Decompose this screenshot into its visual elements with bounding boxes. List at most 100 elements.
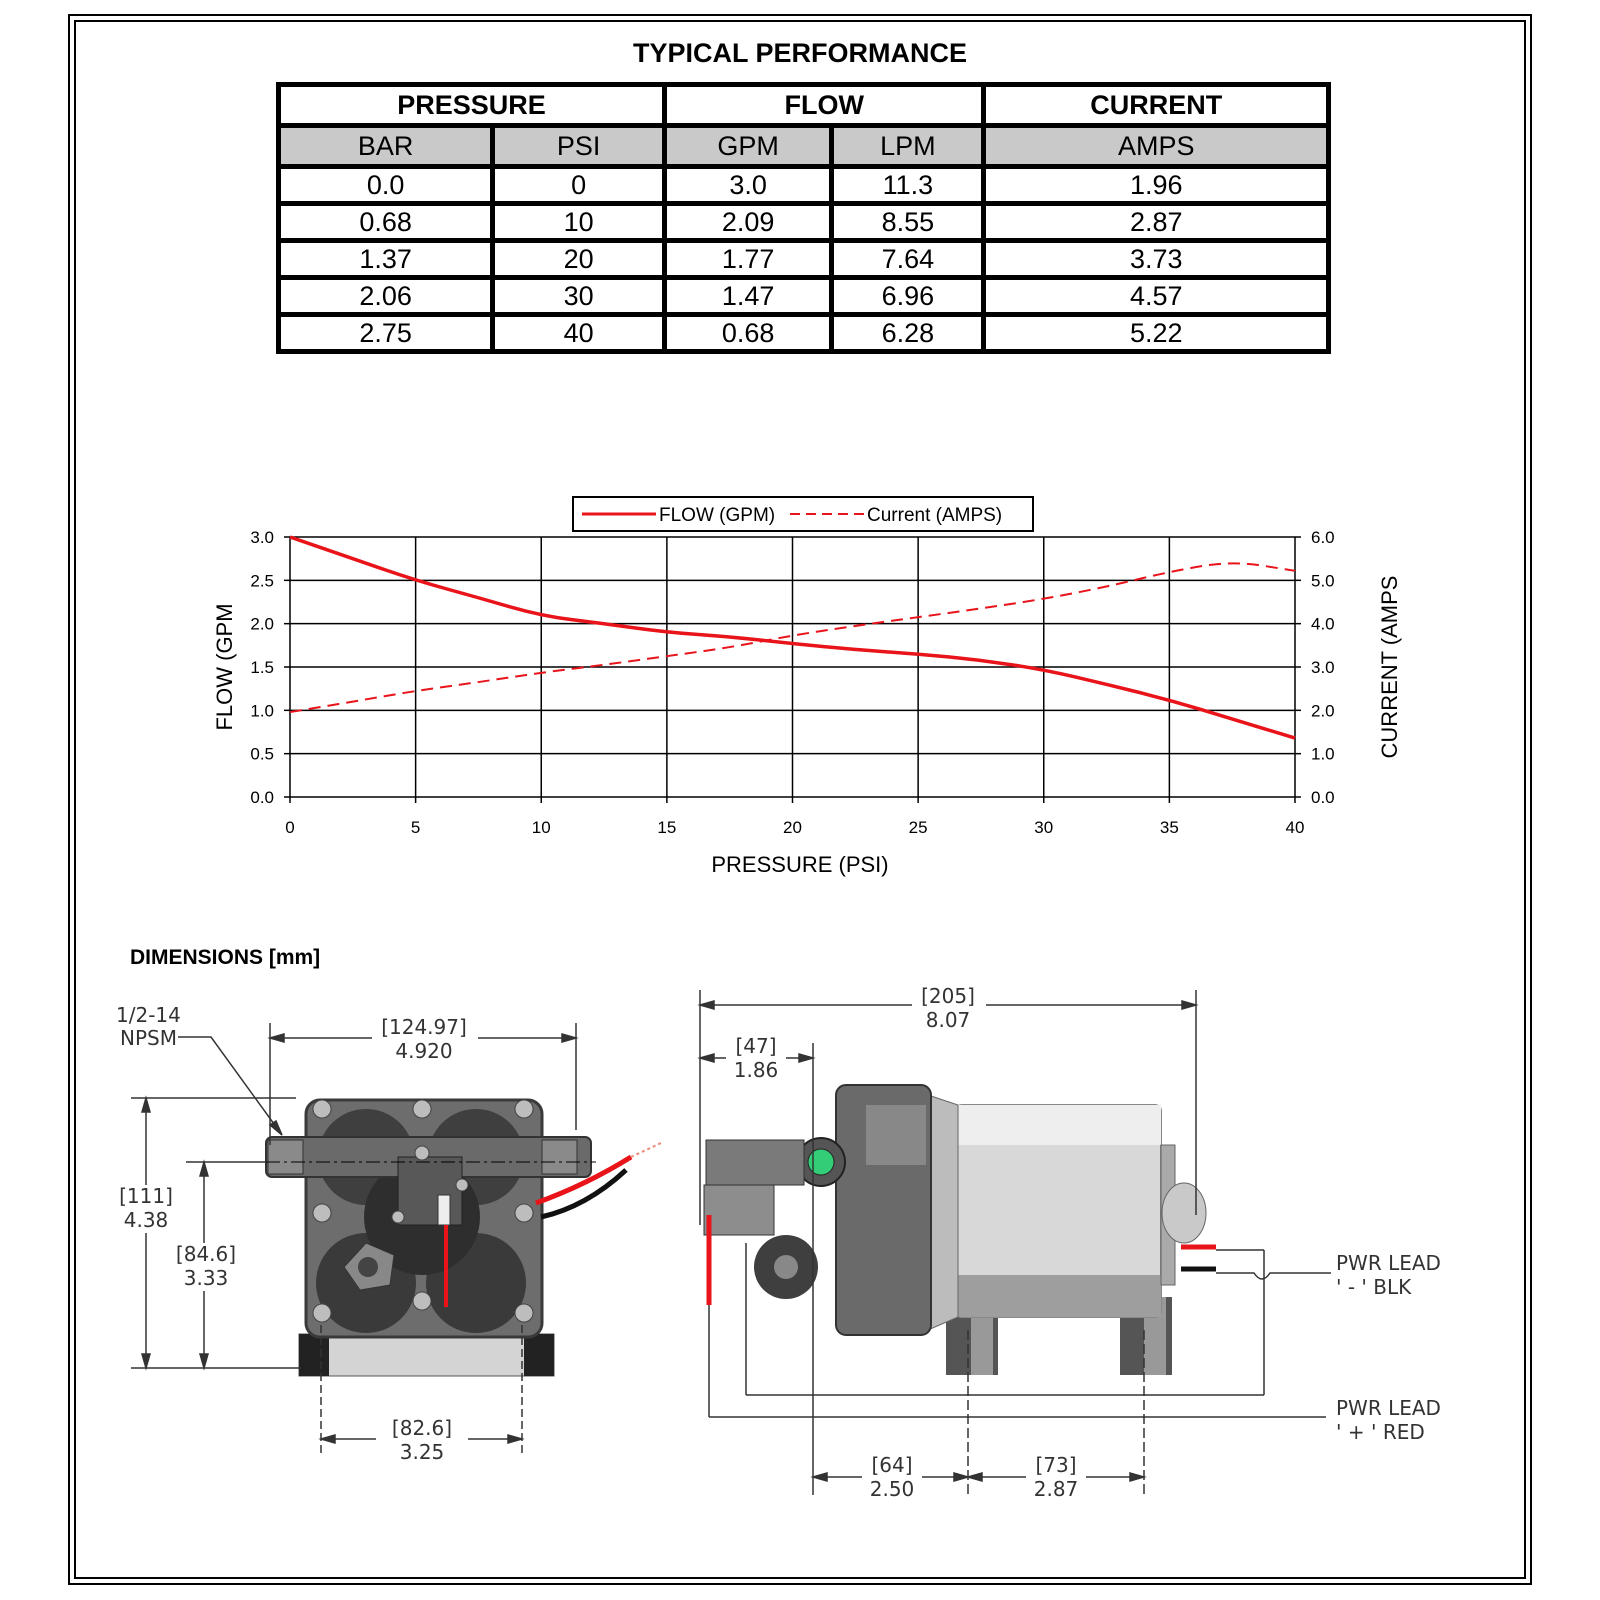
table-cell: 11.3	[829, 164, 987, 206]
table-cell: 30	[490, 275, 668, 317]
head-in: 1.86	[734, 1058, 779, 1082]
group-current: CURRENT	[981, 82, 1331, 128]
y-left-tick-label: 2.5	[250, 571, 274, 590]
table-cell: 1.96	[981, 164, 1331, 206]
side-view-pump	[703, 1084, 1216, 1375]
y-right-tick-label: 5.0	[1311, 571, 1335, 590]
x-tick-label: 5	[411, 818, 420, 837]
head-mm: [47]	[735, 1034, 776, 1058]
table-cell: 0.68	[275, 201, 496, 243]
table-cell: 2.06	[275, 275, 496, 317]
table-row: 2.06 30 1.47 6.96 4.57	[275, 275, 1331, 317]
x-axis-label: PRESSURE (PSI)	[711, 852, 888, 877]
table-cell: 1.37	[275, 238, 496, 280]
x-tick-label: 30	[1034, 818, 1053, 837]
table-row: 0.0 0 3.0 11.3 1.96	[275, 164, 1331, 206]
y-left-tick-label: 0.5	[250, 745, 274, 764]
mount2-in: 2.87	[1034, 1477, 1079, 1501]
mount1-mm: [64]	[871, 1453, 912, 1477]
flow-series-line	[289, 535, 1296, 740]
legend-current-label: Current (AMPS)	[867, 505, 1002, 526]
table-cell: 2.87	[981, 201, 1331, 243]
pos-lead-label-2: ' + ' RED	[1336, 1420, 1425, 1444]
table-cell: 7.64	[829, 238, 987, 280]
table-cell: 6.28	[829, 312, 987, 354]
table-cell: 0.0	[275, 164, 496, 206]
y-right-tick-label: 0.0	[1311, 788, 1335, 807]
unit-amps: AMPS	[981, 123, 1331, 169]
x-tick-label: 35	[1160, 818, 1179, 837]
mount2-mm: [73]	[1035, 1453, 1076, 1477]
table-group-row: PRESSURE FLOW CURRENT	[275, 82, 1331, 128]
x-tick-label: 10	[532, 818, 551, 837]
performance-table: PRESSURE FLOW CURRENT BAR PSI GPM LPM AM…	[275, 82, 1331, 354]
table-unit-row: BAR PSI GPM LPM AMPS	[275, 123, 1331, 169]
y-right-tick-label: 1.0	[1311, 745, 1335, 764]
neg-lead-label-2: ' - ' BLK	[1336, 1275, 1412, 1299]
unit-gpm: GPM	[662, 123, 835, 169]
y-axis-left-label: FLOW (GPM	[212, 603, 237, 730]
dimension-drawing: 1/2-14 NPSM [124.97] 4.920 [111] 4.38 [8…	[86, 984, 1516, 1560]
dimension-drawing-svg: 1/2-14 NPSM [124.97] 4.920 [111] 4.38 [8…	[116, 984, 1441, 1501]
thread-label-1: 1/2-14	[116, 1003, 181, 1027]
y-right-tick-label: 3.0	[1311, 658, 1335, 677]
table-cell: 1.47	[662, 275, 835, 317]
current-series-line	[289, 562, 1296, 714]
table-cell: 0	[490, 164, 668, 206]
front-width-in: 4.920	[395, 1039, 452, 1063]
side-length-mm: [205]	[921, 985, 975, 1008]
inner-border	[74, 20, 1526, 1579]
y-left-tick-label: 2.0	[250, 615, 274, 634]
table-row: 0.68 10 2.09 8.55 2.87	[275, 201, 1331, 243]
table-cell: 6.96	[829, 275, 987, 317]
y-axis-right-label: CURRENT (AMPS	[1377, 576, 1402, 759]
front-height-in: 4.38	[124, 1208, 169, 1232]
table-cell: 20	[490, 238, 668, 280]
front-width-mm: [124.97]	[381, 1015, 467, 1039]
side-length-in: 8.07	[926, 1008, 971, 1032]
mount1-in: 2.50	[870, 1477, 915, 1501]
x-tick-label: 20	[783, 818, 802, 837]
table-cell: 2.75	[275, 312, 496, 354]
y-right-tick-label: 2.0	[1311, 701, 1335, 720]
front-height-mm: [111]	[119, 1184, 173, 1208]
table-cell: 0.68	[662, 312, 835, 354]
y-right-tick-label: 4.0	[1311, 615, 1335, 634]
dimensions-title: DIMENSIONS [mm]	[130, 946, 321, 969]
performance-title: TYPICAL PERFORMANCE	[632, 38, 968, 68]
base-width-in: 3.25	[400, 1440, 445, 1464]
unit-psi: PSI	[490, 123, 668, 169]
x-tick-label: 15	[657, 818, 676, 837]
y-left-tick-label: 1.5	[250, 658, 274, 677]
outer-border	[68, 14, 1532, 1585]
y-right-tick-label: 6.0	[1311, 528, 1335, 547]
legend-flow-label: FLOW (GPM)	[659, 505, 775, 526]
table-cell: 2.09	[662, 201, 835, 243]
y-left-tick-label: 3.0	[250, 528, 274, 547]
table-cell: 8.55	[829, 201, 987, 243]
group-flow: FLOW	[662, 82, 987, 128]
front-view-dimensions	[131, 1023, 579, 1455]
chart-legend: FLOW (GPM) Current (AMPS)	[572, 496, 1034, 532]
side-view-labels: [205] 8.07 [47] 1.86 [64] 2.50 [73] 2.87…	[734, 984, 1441, 1501]
table-cell: 40	[490, 312, 668, 354]
table-row: 2.75 40 0.68 6.28 5.22	[275, 312, 1331, 354]
table-cell: 10	[490, 201, 668, 243]
y-left-tick-label: 0.0	[250, 788, 274, 807]
table-cell: 3.73	[981, 238, 1331, 280]
thread-label-2: NPSM	[120, 1026, 177, 1050]
front-view-labels: 1/2-14 NPSM [124.97] 4.920 [111] 4.38 [8…	[116, 1003, 467, 1464]
front-view-pump	[265, 1098, 662, 1377]
x-tick-label: 25	[909, 818, 928, 837]
pos-lead-label-1: PWR LEAD	[1336, 1396, 1441, 1420]
x-tick-label: 0	[285, 818, 294, 837]
port-height-mm: [84.6]	[176, 1242, 236, 1266]
neg-lead-label-1: PWR LEAD	[1336, 1251, 1441, 1275]
table-cell: 4.57	[981, 275, 1331, 317]
unit-lpm: LPM	[829, 123, 987, 169]
table-row: 1.37 20 1.77 7.64 3.73	[275, 238, 1331, 280]
port-height-in: 3.33	[184, 1266, 229, 1290]
base-width-mm: [82.6]	[392, 1416, 452, 1440]
